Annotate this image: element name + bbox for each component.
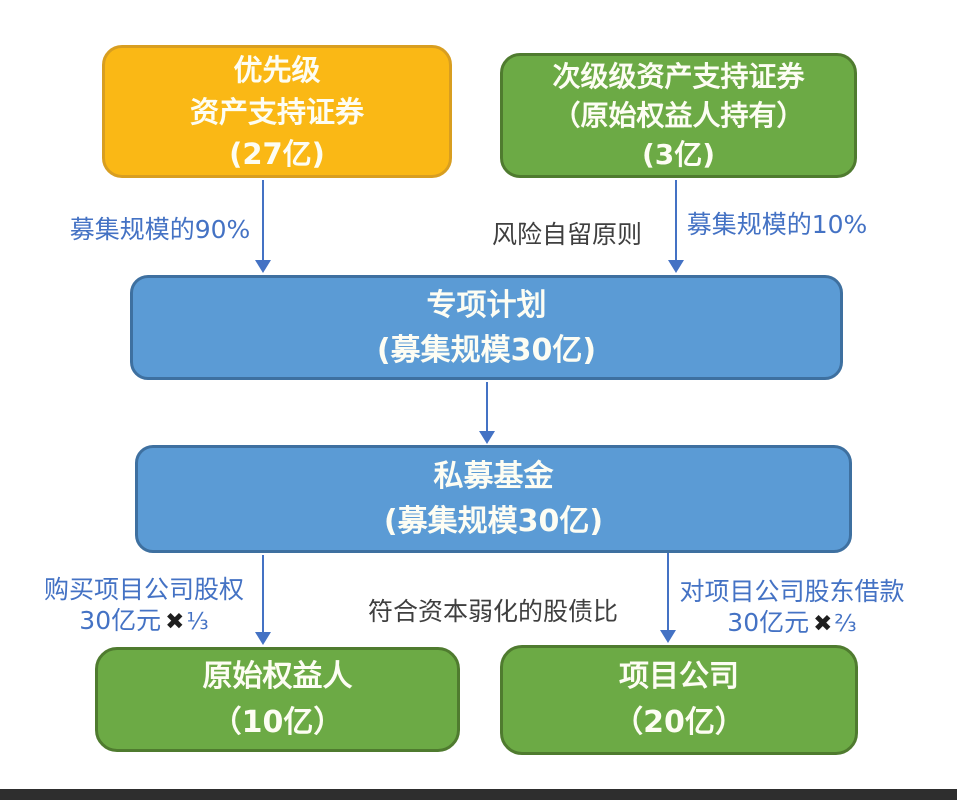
- label-thin-cap-ratio: 符合资本弱化的股债比: [367, 597, 618, 626]
- node-project-company-line1: 项目公司: [619, 659, 739, 694]
- node-senior-abs-line3: (27亿): [229, 136, 325, 171]
- arrow-senior-to-plan: [255, 180, 271, 273]
- label-buy-equity-line1: 购买项目公司股权: [43, 575, 244, 604]
- node-senior-abs-line1: 优先级: [233, 52, 321, 87]
- node-originator: 原始权益人 （10亿）: [95, 647, 460, 752]
- arrow-down-icon: [668, 260, 684, 273]
- multiply-icon: ✖: [813, 611, 833, 637]
- node-subordinate-abs: 次级级资产支持证券 （原始权益人持有） (3亿): [500, 53, 857, 178]
- node-originator-line2: （10亿）: [211, 704, 344, 740]
- node-private-fund: 私募基金 (募集规模30亿): [135, 445, 852, 553]
- label-shareholder-loan-line2: 30亿元✖⅔: [672, 607, 912, 640]
- node-originator-line1: 原始权益人: [202, 658, 353, 694]
- buy-equity-fraction: ⅓: [186, 609, 209, 635]
- arrow-down-icon: [479, 431, 495, 444]
- node-special-plan: 专项计划 (募集规模30亿): [130, 275, 843, 380]
- loan-fraction: ⅔: [834, 611, 857, 637]
- node-subordinate-abs-line2: （原始权益人持有）: [552, 99, 805, 132]
- node-project-company-line2: （20亿）: [613, 705, 745, 740]
- label-risk-retention: 风险自留原则: [491, 220, 642, 249]
- loan-amount: 30亿元: [727, 608, 810, 637]
- arrow-shaft: [675, 180, 677, 260]
- node-private-fund-line1: 私募基金: [433, 459, 554, 494]
- label-buy-equity: 购买项目公司股权 30亿元✖⅓: [24, 574, 264, 638]
- arrow-fund-to-project: [660, 553, 676, 643]
- arrow-subordinate-to-plan: [668, 180, 684, 273]
- node-subordinate-abs-line3: (3亿): [641, 138, 716, 171]
- node-project-company: 项目公司 （20亿）: [500, 645, 858, 755]
- arrow-shaft: [486, 382, 488, 431]
- arrow-plan-to-fund: [479, 382, 495, 444]
- node-special-plan-line1: 专项计划: [426, 287, 547, 323]
- label-shareholder-loan-line1: 对项目公司股东借款: [679, 577, 905, 606]
- node-private-fund-line2: (募集规模30亿): [383, 504, 604, 539]
- node-special-plan-line2: (募集规模30亿): [376, 332, 597, 368]
- label-raise-10: 募集规模的10%: [686, 210, 868, 239]
- arrow-down-icon: [255, 632, 271, 645]
- node-senior-abs-line2: 资产支持证券: [189, 94, 364, 129]
- buy-equity-amount: 30亿元: [79, 606, 162, 635]
- arrow-shaft: [262, 555, 264, 632]
- label-shareholder-loan: 对项目公司股东借款 30亿元✖⅔: [672, 576, 912, 640]
- arrow-shaft: [262, 180, 264, 260]
- arrow-down-icon: [660, 630, 676, 643]
- multiply-icon: ✖: [165, 609, 185, 635]
- arrow-fund-to-originator: [255, 555, 271, 645]
- label-raise-90: 募集规模的90%: [69, 215, 251, 244]
- label-buy-equity-line2: 30亿元✖⅓: [24, 605, 264, 638]
- node-senior-abs: 优先级 资产支持证券 (27亿): [102, 45, 452, 178]
- arrow-down-icon: [255, 260, 271, 273]
- node-subordinate-abs-line1: 次级级资产支持证券: [552, 60, 805, 93]
- bottom-bar: [0, 789, 957, 800]
- arrow-shaft: [667, 553, 669, 630]
